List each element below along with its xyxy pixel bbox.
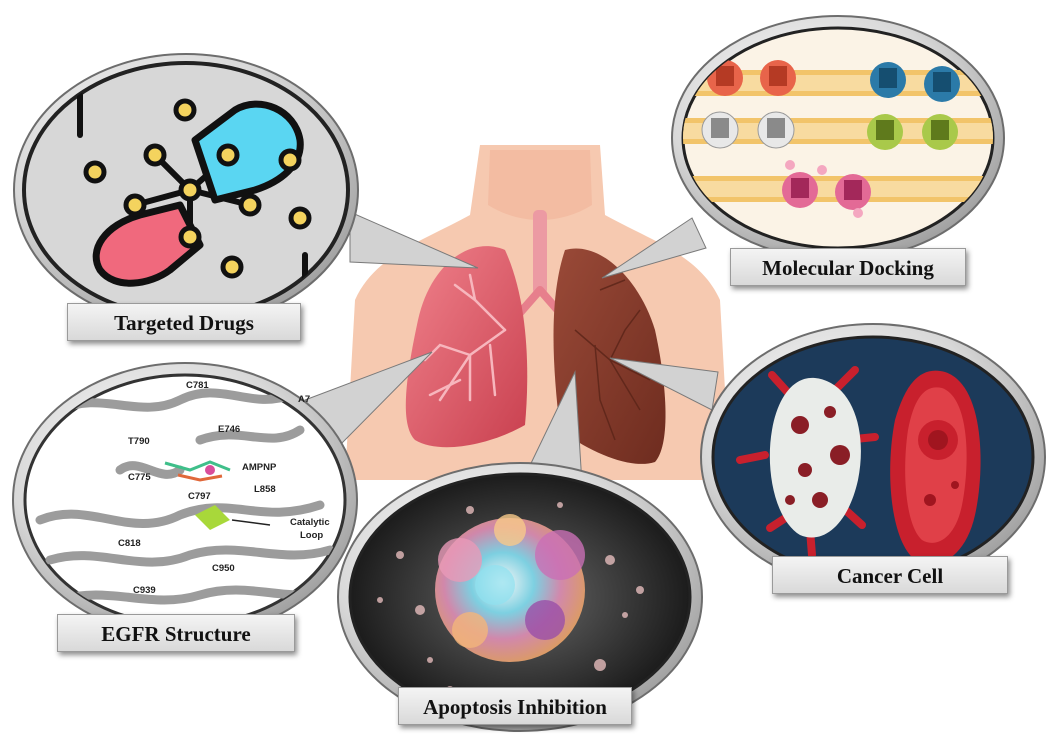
residue-c950: C950	[212, 563, 235, 574]
residue-e746: E746	[218, 424, 241, 435]
residue-c818: C818	[118, 538, 141, 549]
cancer-cell-spiky-icon	[736, 366, 879, 559]
healthy-lung	[405, 246, 528, 448]
targeted-drugs-label: Targeted Drugs	[67, 303, 301, 341]
molecular-docking-label: Molecular Docking	[730, 248, 966, 286]
cancer-cell-panel	[700, 323, 1046, 591]
residue-l858: L858	[254, 484, 276, 495]
residue-c939: C939	[133, 585, 156, 596]
loop-label: Loop	[300, 530, 324, 541]
callout-pointers	[304, 211, 719, 485]
cancer-cell-oval-icon	[890, 370, 981, 565]
residue-c797: C797	[188, 491, 211, 502]
catalytic-loop-highlight	[195, 505, 230, 530]
ligand-ampnp	[164, 460, 231, 482]
apoptosis-panel	[337, 462, 703, 732]
torso	[345, 145, 730, 480]
receptor-pink-icon	[782, 160, 871, 218]
receptor-blue-icon	[870, 62, 960, 102]
residue-ampnp: AMPNP	[242, 462, 277, 473]
capsule-blue-icon	[191, 100, 304, 204]
residue-a7: A7	[298, 394, 311, 405]
apoptotic-cell-blob	[435, 514, 585, 662]
cancer-cell-label: Cancer Cell	[772, 556, 1008, 594]
receptor-green-icon	[867, 114, 958, 150]
catalytic-label: Catalytic	[290, 517, 330, 528]
residue-c781: C781	[186, 380, 209, 391]
residue-t790: T790	[128, 436, 150, 447]
capsule-pink-icon	[92, 201, 204, 287]
nanoparticle-dots	[83, 98, 312, 279]
targeted-drugs-panel	[13, 53, 359, 327]
receptor-gray-icon	[701, 111, 795, 149]
egfr-structure-label: EGFR Structure	[57, 614, 295, 652]
egfr-structure-panel	[12, 362, 358, 638]
molecular-docking-panel	[671, 15, 1005, 261]
residue-c775: C775	[128, 472, 151, 483]
apoptosis-inhibition-label: Apoptosis Inhibition	[398, 687, 632, 725]
diseased-lung	[553, 248, 666, 464]
